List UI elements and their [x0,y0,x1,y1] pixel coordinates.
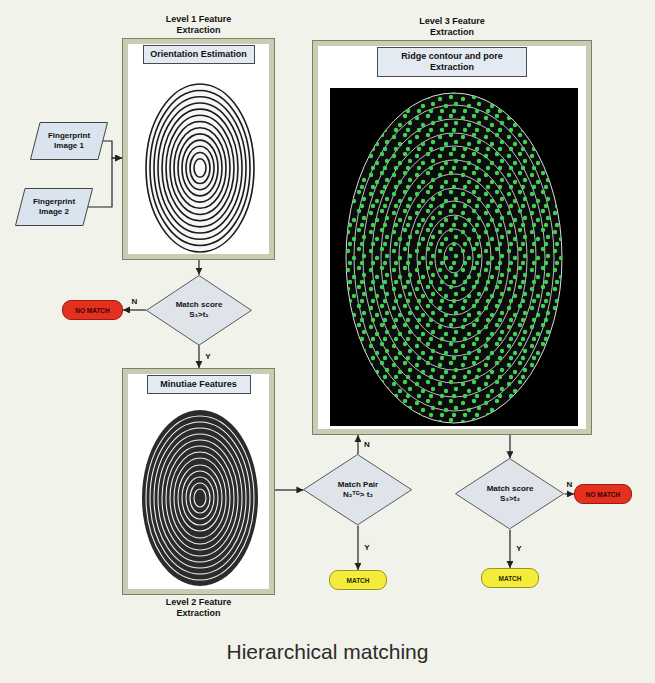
panel-inner [318,46,586,429]
input-parallelogram: Fingerprint Image 1 [30,122,108,160]
fingerprint-ridge [194,159,206,178]
panel-frame [122,368,275,595]
fingerprint-ridge [194,489,206,507]
feature-panel: Ridge contour and pore ExtractionLevel 3… [312,40,592,435]
fingerprint-ridge [146,84,254,252]
decision-diamond: Match score S₁>t₁ [146,275,252,346]
fingerprint-image [346,93,562,423]
fingerprint-ridges [146,416,254,580]
level-heading: Level 3 Feature Extraction [402,16,502,39]
pore-dots [346,93,562,423]
figure-caption: Hierarchical matching [0,640,655,664]
node-label: Fingerprint Image 2 [27,197,81,216]
node-label: NO MATCH [586,491,621,498]
node-label: Match score S₁>t₁ [171,300,227,319]
fingerprint-image [142,410,258,586]
decision-diamond: Match score S₃>t₃ [455,458,564,529]
accept-terminator: MATCH [481,568,539,588]
node-label: MATCH [347,577,370,584]
panel-title: Orientation Estimation [143,45,255,64]
feature-panel: Minutiae FeaturesLevel 2 Feature Extract… [122,368,275,595]
panel-frame [122,38,275,260]
node-label: Fingerprint Image 1 [42,131,96,150]
panel-title: Ridge contour and pore Extraction [377,47,527,77]
reject-terminator: NO MATCH [62,300,123,320]
fingerprint-ridge [154,97,246,240]
decision-shape [304,455,412,525]
flow-connector [275,489,303,490]
fingerprint-ridge [158,434,242,562]
title-text: Minutiae Features [151,379,247,390]
accept-terminator: MATCH [329,570,387,590]
panel-inner [128,374,269,589]
fingerprint-ridge [146,416,254,580]
input-shape [16,189,93,226]
fingerprint-ridge [178,134,222,202]
decision-shape [456,459,564,529]
fingerprint-ridge [190,483,210,513]
fingerprint-ridge [174,128,226,209]
fingerprint-ridges [146,84,254,252]
flow-connector [357,435,358,454]
fingerprint-ridge [150,91,250,246]
title-text: Ridge contour and pore Extraction [381,51,523,73]
branch-label: N [565,481,573,490]
decision-diamond: Match Pair N₂ᵀᴳ> t₂ [303,454,412,525]
decision-shape [147,275,252,345]
fingerprint-ridge [158,103,242,233]
reject-terminator: NO MATCH [574,484,632,504]
level-heading: Level 2 Feature Extraction [149,597,249,620]
feature-panel: Orientation EstimationLevel 1 Feature Ex… [122,38,275,260]
flow-connector [88,158,122,207]
branch-label: N [363,440,371,449]
fingerprint-ridge [154,428,246,568]
flow-connector [123,309,146,310]
fingerprint-ridge [190,153,210,184]
node-label: Match Pair N₂ᵀᴳ> t₂ [329,480,387,499]
node-label: Match score S₃>t₃ [481,484,539,503]
fingerprint-ridge [162,440,238,556]
flow-connector [198,345,199,368]
input-parallelogram: Fingerprint Image 2 [15,188,93,226]
branch-label: Y [363,543,370,552]
fingerprint-ridge [182,140,218,196]
fingerprint-ridge [186,477,214,519]
image-background [330,88,578,426]
panel-inner [128,44,269,254]
flow-connector [357,526,358,570]
fingerprint-ridge [170,122,230,215]
branch-label: N [131,298,139,307]
flow-connector [103,141,122,158]
node-label: MATCH [499,575,522,582]
flow-connector [509,435,510,458]
node-label: NO MATCH [75,307,110,314]
input-shape [31,123,108,160]
flow-connector [565,493,574,494]
fingerprint-ridge [150,422,250,574]
flow-connector [509,530,510,568]
panel-frame [312,40,592,435]
fingerprint-ridge [178,465,222,531]
fingerprint-ridge [174,458,226,538]
flow-connector [198,260,199,275]
fingerprint-ridge [166,115,234,220]
branch-label: Y [204,352,211,361]
fingerprint-ridge [162,109,238,227]
fingerprint-ridge [182,471,218,525]
fingerprint-ridge [166,446,234,550]
level-heading: Level 1 Feature Extraction [149,14,249,37]
panel-title: Minutiae Features [147,375,251,394]
fingerprint-ridge [186,146,214,189]
fingerprint-ridge [170,452,230,544]
branch-label: Y [515,544,522,553]
title-text: Orientation Estimation [147,49,251,60]
